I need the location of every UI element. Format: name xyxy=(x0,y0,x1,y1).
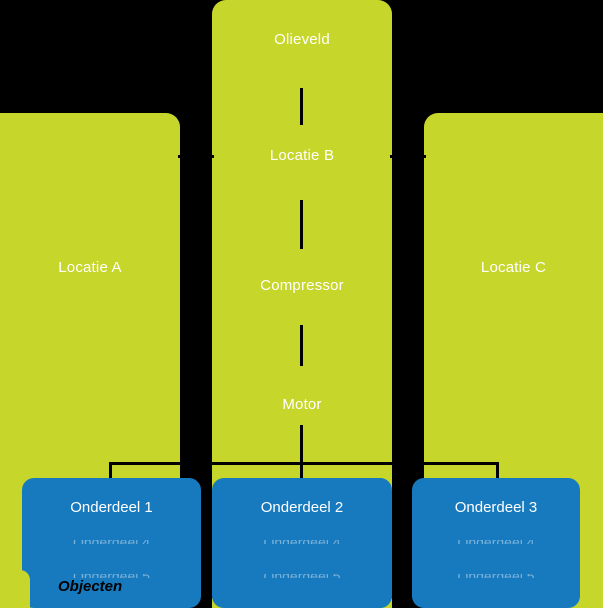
bracket-drop-left xyxy=(109,462,112,482)
object-card-3-title: Onderdeel 3 xyxy=(454,499,538,516)
connector-locationb-to-locationa xyxy=(178,155,214,158)
connector-motor-to-bracket xyxy=(300,425,303,463)
bracket-drop-center xyxy=(300,462,303,482)
connector-location-to-compressor xyxy=(300,200,303,249)
object-card-3-ghost-row-2: Onderdeel 5 xyxy=(412,574,580,578)
bracket-horizontal xyxy=(109,462,499,465)
motor-label: Motor xyxy=(282,396,322,413)
object-card-2-ghost-row-1: Onderdeel 4 xyxy=(212,540,392,544)
connector-compressor-to-motor xyxy=(300,325,303,366)
panel-a-notch xyxy=(0,570,30,608)
object-card-2-title: Onderdeel 2 xyxy=(260,499,344,516)
object-card-1-title: Onderdeel 1 xyxy=(70,499,153,516)
connector-locationb-to-locationc xyxy=(390,155,426,158)
bracket-drop-right xyxy=(496,462,499,482)
object-card-2[interactable]: Onderdeel 2 Onderdeel 4 Onderdeel 5 Onde… xyxy=(212,478,392,608)
object-card-1-ghost-row-2: Onderdeel 5 xyxy=(22,574,201,578)
location-panel-a-label: Locatie A xyxy=(58,259,122,276)
compressor-label: Compressor xyxy=(260,277,344,294)
location-panel-b-label: Locatie B xyxy=(269,147,335,164)
panel-c-right-sliver xyxy=(580,478,603,608)
object-card-3[interactable]: Onderdeel 3 Onderdeel 4 Onderdeel 5 Onde… xyxy=(412,478,580,608)
objecten-annotation: Objecten xyxy=(58,578,123,595)
object-card-1-ghost-row-1: Onderdeel 4 xyxy=(22,540,201,544)
oilfield-label: Olieveld xyxy=(274,31,330,48)
object-card-1[interactable]: Onderdeel 1 Onderdeel 4 Onderdeel 5 Onde… xyxy=(22,478,201,608)
connector-oilfield-to-location xyxy=(300,88,303,125)
location-panel-c-label: Locatie C xyxy=(480,259,547,276)
object-card-3-ghost-row-1: Onderdeel 4 xyxy=(412,540,580,544)
object-card-2-ghost-row-2: Onderdeel 5 xyxy=(212,574,392,578)
